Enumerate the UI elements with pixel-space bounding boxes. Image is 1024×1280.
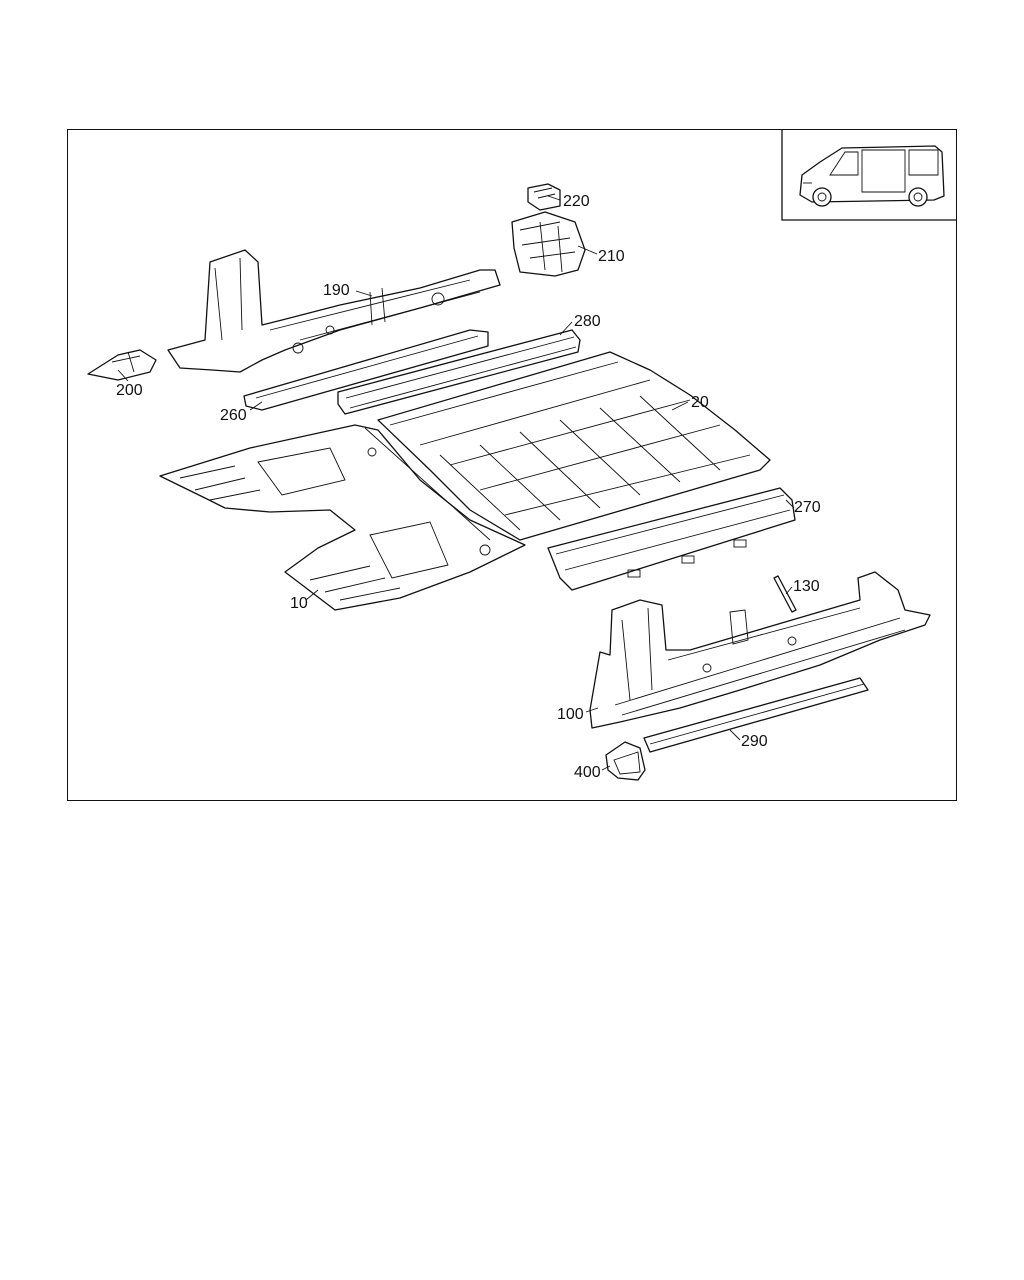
- callout-190: 190: [323, 282, 350, 299]
- part-200: [87, 349, 157, 381]
- part-190: [167, 249, 501, 373]
- callout-260: 260: [220, 407, 247, 424]
- part-10: [159, 424, 526, 611]
- callout-130: 130: [793, 578, 820, 595]
- part-210: [511, 211, 586, 277]
- part-270: [547, 487, 796, 591]
- part-100: [589, 571, 931, 729]
- callout-280: 280: [574, 313, 601, 330]
- callout-100: 100: [557, 706, 584, 723]
- callout-10: 10: [290, 595, 308, 612]
- vehicle-thumbnail: [781, 130, 957, 221]
- callout-20: 20: [691, 394, 709, 411]
- part-400: [605, 741, 646, 781]
- callout-290: 290: [741, 733, 768, 750]
- part-130: [773, 575, 797, 613]
- callout-400: 400: [574, 764, 601, 781]
- callout-220: 220: [563, 193, 590, 210]
- part-220: [527, 183, 561, 211]
- part-260: [243, 329, 489, 411]
- part-290: [643, 677, 869, 753]
- callout-210: 210: [598, 248, 625, 265]
- van-side-view-icon: [799, 145, 945, 207]
- callout-200: 200: [116, 382, 143, 399]
- callout-270: 270: [794, 499, 821, 516]
- diagram-frame: [67, 129, 957, 801]
- part-280: [337, 329, 581, 415]
- part-20: [377, 351, 771, 541]
- leader-lines: [117, 195, 795, 771]
